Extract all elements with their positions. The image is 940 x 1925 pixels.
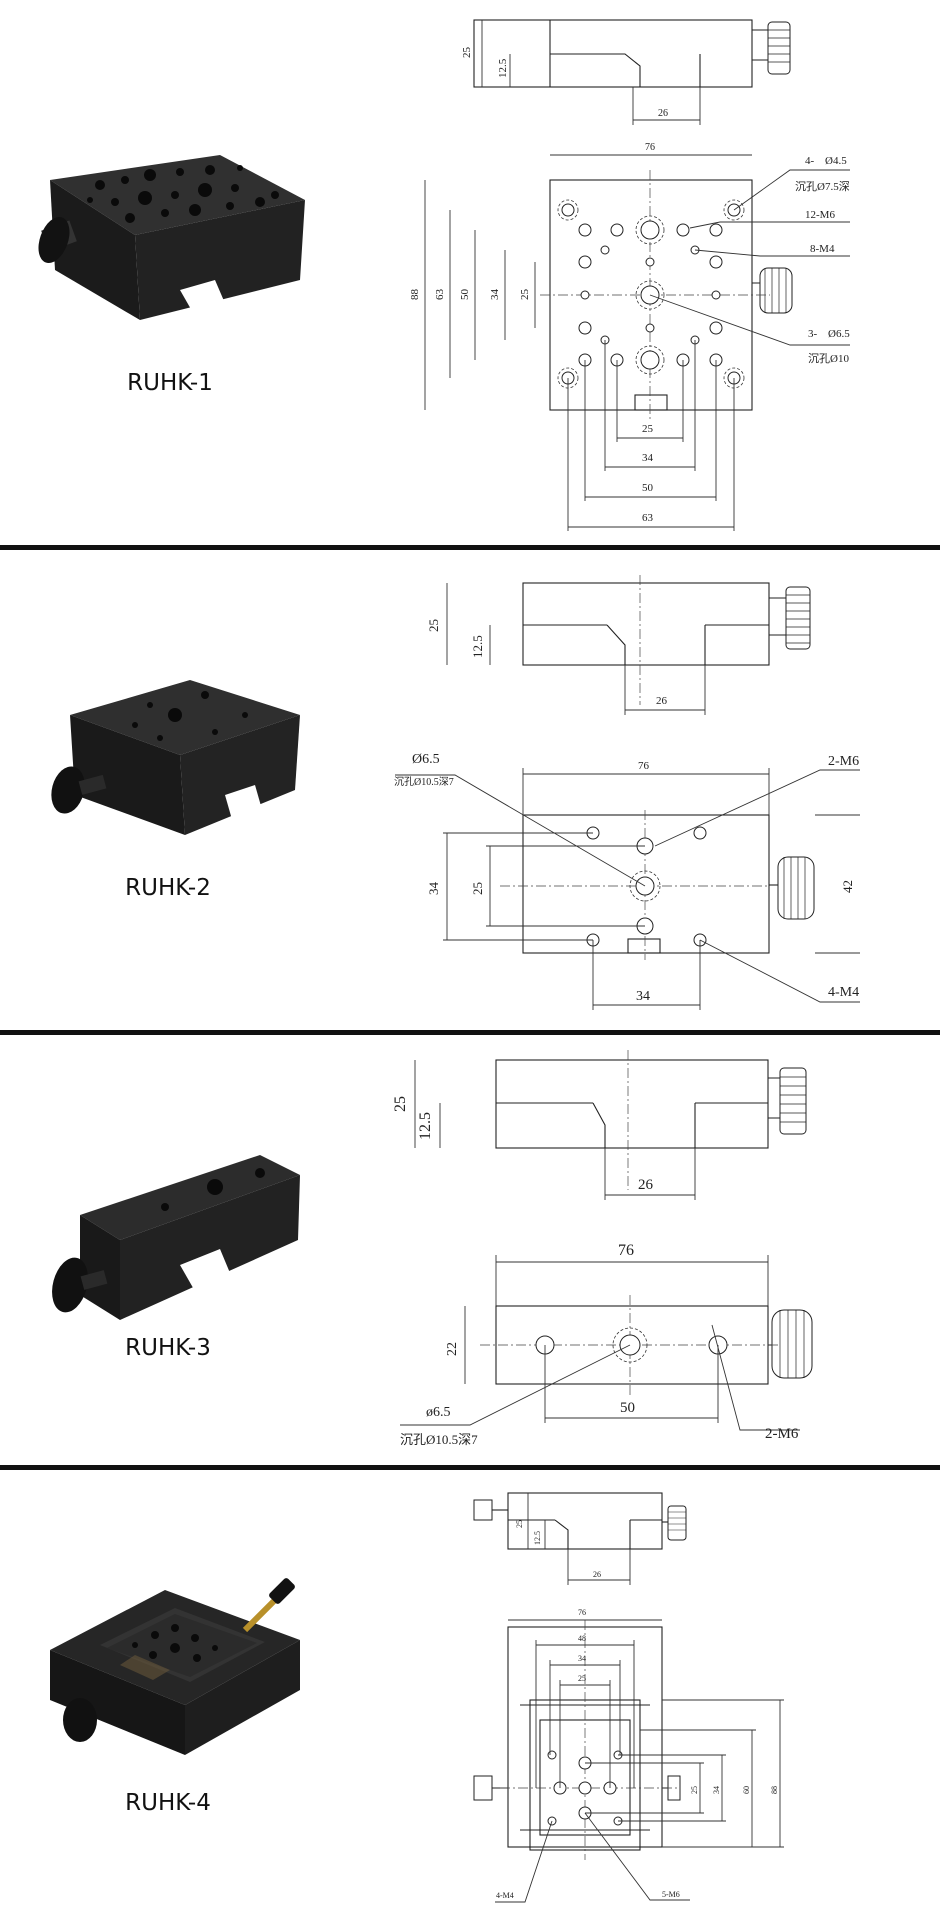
top-view: 76 22 50 ø6.5 沉孔Ø10.5深7 2-M6 — [400, 1242, 813, 1447]
dim-h-25: 25 — [578, 1674, 586, 1683]
technical-drawing-ruhk-3: 25 12.5 26 76 22 50 ø6.5 沉孔Ø10.5深7 2- — [392, 1050, 813, 1447]
model-label: RUHK-1 — [127, 370, 213, 396]
top-view: 76 48 34 25 25 34 60 88 4-M4 5-M6 — [473, 1608, 784, 1903]
panel-ruhk-2: RUHK-2 25 12.5 26 — [0, 550, 940, 1030]
panel-ruhk-4: RUHK-4 25 12.5 26 — [0, 1470, 940, 1925]
dim-v-25: 25 — [690, 1786, 699, 1794]
callout-counterbore-dia: Ø4.5 — [825, 155, 847, 167]
dim-v-34: 34 — [712, 1786, 721, 1794]
dim-v-42: 42 — [840, 880, 855, 893]
top-view: 76 34 25 42 34 Ø6.5 沉孔Ø10.5深7 2-M6 4-M4 — [394, 752, 860, 1010]
product-photo-ruhk-3 — [52, 1155, 300, 1320]
callout-center-dia: ø6.5 — [426, 1405, 451, 1420]
callout-counterbore-note: 沉孔Ø7.5深 — [795, 180, 850, 193]
dim-v-34: 34 — [489, 289, 501, 301]
dim-v-25: 25 — [519, 289, 531, 301]
technical-drawing-ruhk-4: 25 12.5 26 76 48 34 25 — [473, 1492, 784, 1903]
dim-mid-height: 12.5 — [533, 1531, 542, 1545]
model-label: RUHK-3 — [125, 1335, 211, 1361]
callout-center-dia: Ø6.5 — [412, 752, 440, 767]
callout-threaded-m6: 2-M6 — [765, 1426, 799, 1442]
dim-width: 76 — [578, 1608, 586, 1617]
product-photo-ruhk-4 — [50, 1578, 300, 1780]
callout-threaded-m6: 5-M6 — [662, 1890, 680, 1899]
section-divider — [0, 545, 940, 550]
product-photo-ruhk-1 — [38, 155, 305, 325]
side-view: 25 12.5 26 — [392, 1050, 807, 1200]
technical-drawing-ruhk-1: 25 12.5 26 — [409, 19, 850, 531]
callout-threaded-m4: 8-M4 — [810, 243, 835, 255]
dim-h-50: 50 — [620, 1400, 635, 1416]
dim-width: 76 — [645, 142, 655, 153]
callout-center-count: 3- — [808, 328, 818, 340]
dim-v-22: 22 — [445, 1342, 460, 1356]
callout-counterbore-count: 4- — [805, 155, 815, 167]
dim-h-48: 48 — [578, 1634, 586, 1643]
side-view: 25 12.5 26 — [473, 1492, 687, 1585]
dim-height: 25 — [461, 47, 473, 59]
dim-slot-width: 26 — [658, 108, 668, 119]
side-view: 25 12.5 26 — [461, 19, 791, 125]
callout-threaded-m4: 4-M4 — [828, 985, 859, 1000]
dim-slot-width: 26 — [593, 1570, 601, 1579]
callout-center-note: 沉孔Ø10 — [808, 352, 849, 365]
dim-v-63: 63 — [434, 289, 446, 301]
model-label: RUHK-4 — [125, 1790, 211, 1816]
callout-center-note: 沉孔Ø10.5深7 — [394, 775, 454, 788]
dim-h-34: 34 — [636, 989, 650, 1004]
dim-mid-height: 12.5 — [497, 58, 509, 78]
dim-height: 25 — [392, 1096, 409, 1112]
dim-height: 25 — [426, 619, 441, 632]
dim-h-50: 50 — [642, 482, 654, 494]
callout-threaded-m6: 2-M6 — [828, 754, 859, 769]
panel-ruhk-3: RUHK-3 25 12.5 26 — [0, 1035, 940, 1465]
dim-v-50: 50 — [459, 289, 471, 301]
model-label: RUHK-2 — [125, 875, 211, 901]
dim-mid-height: 12.5 — [417, 1112, 434, 1140]
dim-slot-width: 26 — [638, 1177, 654, 1193]
section-divider — [0, 1030, 940, 1035]
dim-v-88: 88 — [409, 289, 421, 301]
dim-h-63: 63 — [642, 512, 654, 524]
section-divider — [0, 1465, 940, 1470]
dim-height: 25 — [515, 1520, 524, 1528]
dim-v-25: 25 — [470, 882, 485, 895]
dim-h-34: 34 — [642, 452, 654, 464]
dim-v-34: 34 — [426, 882, 441, 896]
dim-mid-height: 12.5 — [470, 635, 485, 658]
dim-width: 76 — [618, 1242, 634, 1259]
dim-h-25: 25 — [642, 423, 654, 435]
callout-center-dia: Ø6.5 — [828, 328, 850, 340]
panel-ruhk-1: RUHK-1 25 12.5 26 — [0, 0, 940, 545]
callout-threaded-m6: 12-M6 — [805, 209, 835, 221]
callout-center-note: 沉孔Ø10.5深7 — [400, 1432, 478, 1447]
side-view: 25 12.5 26 — [426, 575, 811, 715]
top-view: 76 88 63 50 34 25 25 34 50 63 4- — [409, 142, 850, 531]
dim-h-34: 34 — [578, 1654, 586, 1663]
callout-threaded-m4: 4-M4 — [496, 1891, 514, 1900]
product-photo-ruhk-2 — [51, 680, 300, 835]
dim-width: 76 — [638, 760, 650, 772]
dim-v-60: 60 — [742, 1786, 751, 1794]
dim-v-88: 88 — [770, 1786, 779, 1794]
dim-slot-width: 26 — [656, 695, 668, 707]
technical-drawing-ruhk-2: 25 12.5 26 76 34 25 42 — [394, 575, 860, 1010]
